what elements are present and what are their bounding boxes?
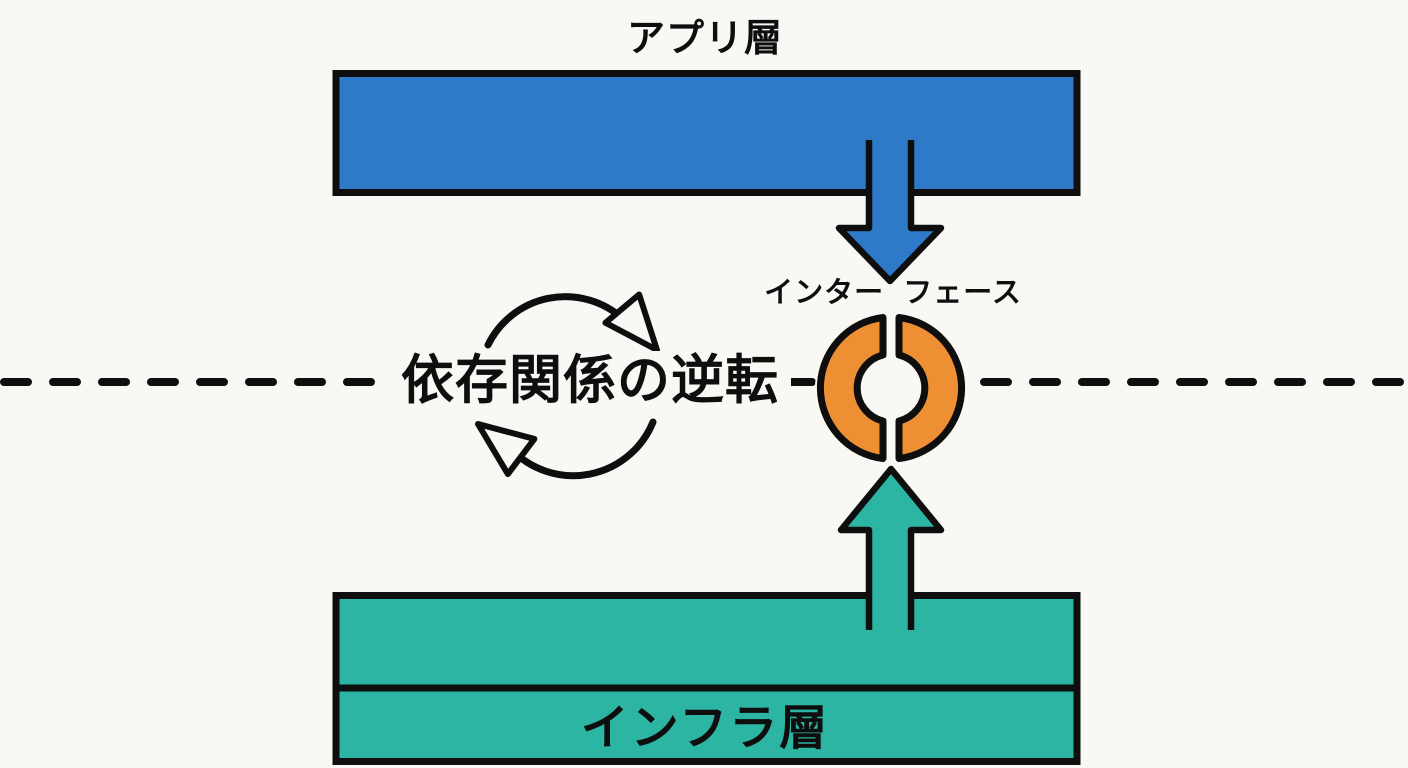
down-arrow — [835, 140, 945, 285]
cycle-bottom-arc — [508, 418, 657, 480]
cycle-top-arrowhead — [602, 291, 660, 353]
interface-icon — [816, 314, 966, 462]
interface-icon-right-half — [895, 314, 966, 462]
interface-icon-left-half — [816, 314, 887, 462]
dependency-inversion-label: 依存関係の逆転 — [389, 351, 791, 410]
cycle-top-arc — [484, 293, 626, 349]
cycle-bottom-arrowhead — [475, 421, 538, 478]
app-layer-box — [332, 70, 1081, 196]
infra-layer-box — [332, 592, 1081, 765]
infra-layer-label: インフラ層 — [580, 700, 830, 756]
app-layer-label: アプリ層 — [626, 16, 784, 60]
up-arrow — [837, 465, 945, 630]
cycle-arrows-icon — [475, 291, 660, 480]
interface-label: インター フェース — [764, 275, 1022, 309]
